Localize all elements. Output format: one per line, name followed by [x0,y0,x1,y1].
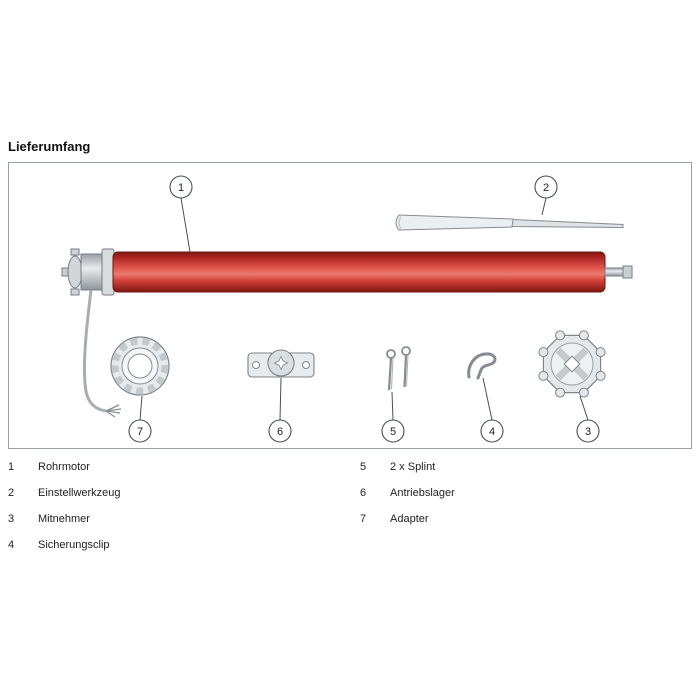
diagram-box: 1 2 3 4 5 6 7 [8,162,692,449]
legend-number: 2 [8,487,15,499]
legend-item-6: 6 Antriebslager [360,487,690,500]
legend-number: 3 [8,513,15,525]
legend-item-7: 7 Adapter [360,513,690,526]
callout-lines [139,197,589,421]
legend-item-1: 1 Rohrmotor [8,461,358,474]
motor-cable [82,289,122,418]
adapter-illustration [110,336,170,396]
legend-label: Rohrmotor [38,461,90,473]
legend-item-3: 3 Mitnehmer [8,513,358,526]
legend-number: 5 [360,461,367,473]
callout-7-number: 7 [137,426,143,438]
callout-1: 1 [169,175,193,199]
legend-label: Adapter [390,513,429,525]
sicherungsclip-illustration [467,352,497,380]
antriebslager-illustration [247,349,315,378]
callout-6: 6 [268,419,292,443]
page-title: Lieferumfang [8,139,91,154]
legend-column-left: 1 Rohrmotor 2 Einstellwerkzeug 3 Mitnehm… [8,461,358,565]
legend-column-right: 5 2 x Splint 6 Antriebslager 7 Adapter [360,461,690,539]
delivery-scope-diagram: 1 2 3 4 5 6 7 [61,175,633,443]
callout-3: 3 [576,419,600,443]
callout-5: 5 [381,419,405,443]
legend-label: Antriebslager [390,487,455,499]
legend-label: Einstellwerkzeug [38,487,121,499]
einstellwerkzeug-illustration [395,214,624,231]
callout-6-number: 6 [277,426,283,438]
callout-4: 4 [480,419,504,443]
callout-7: 7 [128,419,152,443]
rohrmotor-illustration [61,248,633,296]
legend-number: 4 [8,539,15,551]
callout-5-number: 5 [390,426,396,438]
callout-4-number: 4 [489,426,495,438]
legend-label: 2 x Splint [390,461,436,473]
splint-illustration [386,346,411,391]
legend-number: 6 [360,487,367,499]
callout-3-number: 3 [585,426,591,438]
legend-label: Sicherungsclip [38,539,110,551]
legend-number: 7 [360,513,367,525]
legend-item-4: 4 Sicherungsclip [8,539,358,552]
legend-item-5: 5 2 x Splint [360,461,690,474]
legend-item-2: 2 Einstellwerkzeug [8,487,358,500]
callout-1-number: 1 [178,182,184,194]
callout-2: 2 [534,175,558,199]
mitnehmer-illustration [538,330,606,398]
legend-number: 1 [8,461,15,473]
legend-label: Mitnehmer [38,513,90,525]
callout-2-number: 2 [543,182,549,194]
